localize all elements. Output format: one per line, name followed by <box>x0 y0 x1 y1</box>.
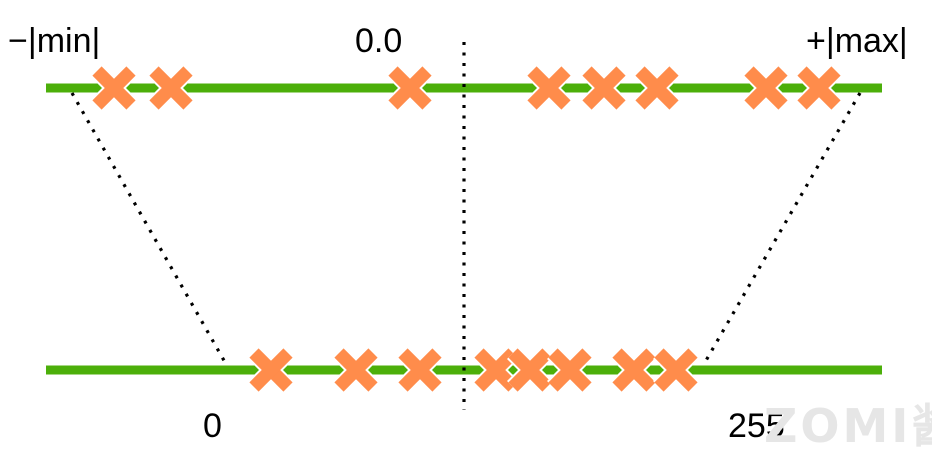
neg-min-label: −|min| <box>8 22 100 60</box>
int-value-3-marker <box>396 346 444 394</box>
float-value-7-marker <box>742 64 790 112</box>
zero-int-label: 0 <box>203 407 222 445</box>
int-value-1-marker <box>247 346 295 394</box>
float-value-8-marker <box>795 64 843 112</box>
int-value-markers <box>247 346 700 394</box>
float-value-4-marker <box>525 64 573 112</box>
int-value-2-marker <box>332 346 380 394</box>
float-value-1-marker <box>90 64 138 112</box>
int-value-6-marker <box>546 346 594 394</box>
pos-max-label: +|max| <box>806 22 908 60</box>
float-value-3-marker <box>386 64 434 112</box>
int-value-4-marker <box>472 346 520 394</box>
float-value-markers <box>90 64 843 112</box>
zero-float-label: 0.0 <box>355 22 402 60</box>
int-value-8-marker <box>652 346 700 394</box>
right-mapping-dotted-line <box>702 92 862 365</box>
max-int-label: 255 <box>728 407 785 445</box>
int-value-7-marker <box>610 346 658 394</box>
float-value-2-marker <box>147 64 195 112</box>
int-value-5-marker <box>506 346 554 394</box>
float-value-6-marker <box>633 64 681 112</box>
float-value-5-marker <box>580 64 628 112</box>
watermark-logo: ZOMI酱 <box>764 399 932 453</box>
left-mapping-dotted-line <box>70 92 228 365</box>
